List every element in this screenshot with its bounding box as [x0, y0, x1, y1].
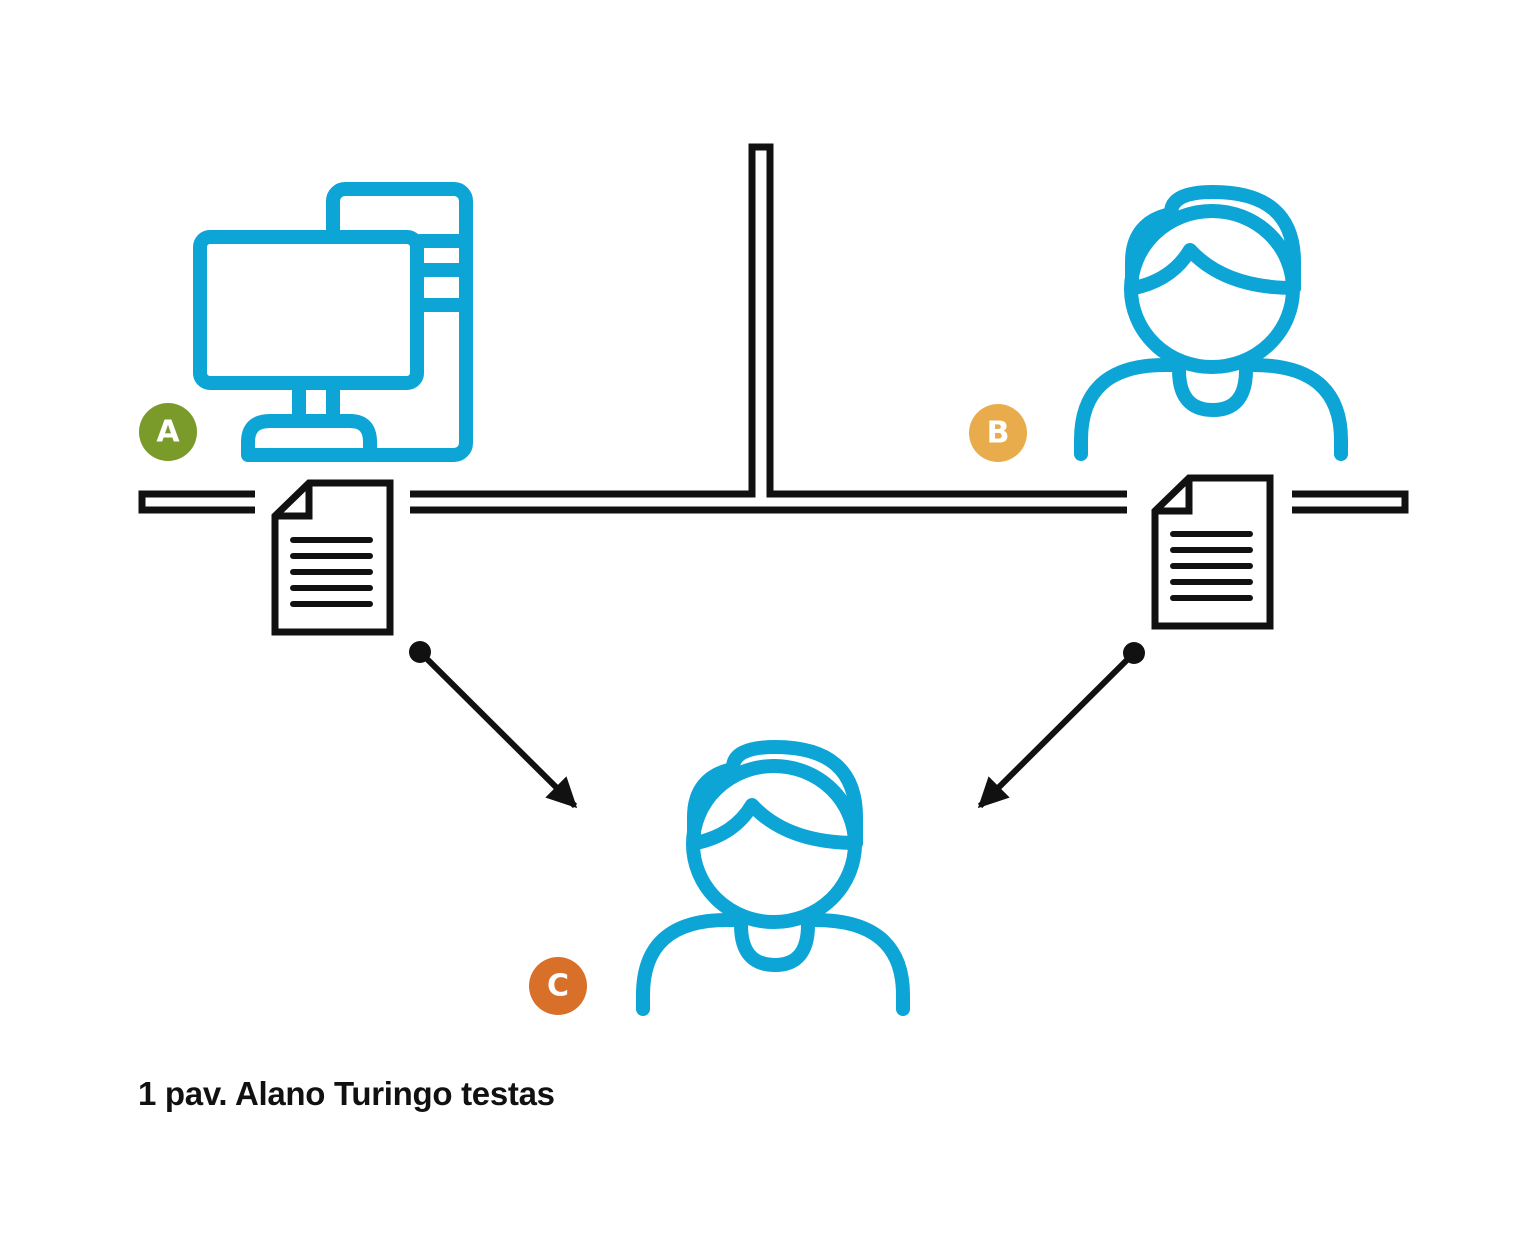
badge-c: C — [529, 957, 587, 1015]
badge-b: B — [969, 404, 1027, 462]
document-icon-a — [271, 479, 394, 636]
badge-c-label: C — [547, 969, 569, 1004]
separator-wall — [138, 143, 1409, 514]
computer-icon — [193, 182, 473, 462]
person-icon-c — [636, 740, 910, 1016]
document-icon-b — [1151, 474, 1274, 630]
figure-caption: 1 pav. Alano Turingo testas — [138, 1075, 555, 1112]
badge-a: A — [139, 403, 197, 461]
person-icon-b — [1074, 185, 1348, 461]
badge-a-label: A — [156, 415, 180, 450]
badge-b-label: B — [987, 416, 1010, 451]
arrow-icon-b-to-c — [977, 642, 1145, 809]
arrow-icon-a-to-c — [409, 641, 578, 809]
